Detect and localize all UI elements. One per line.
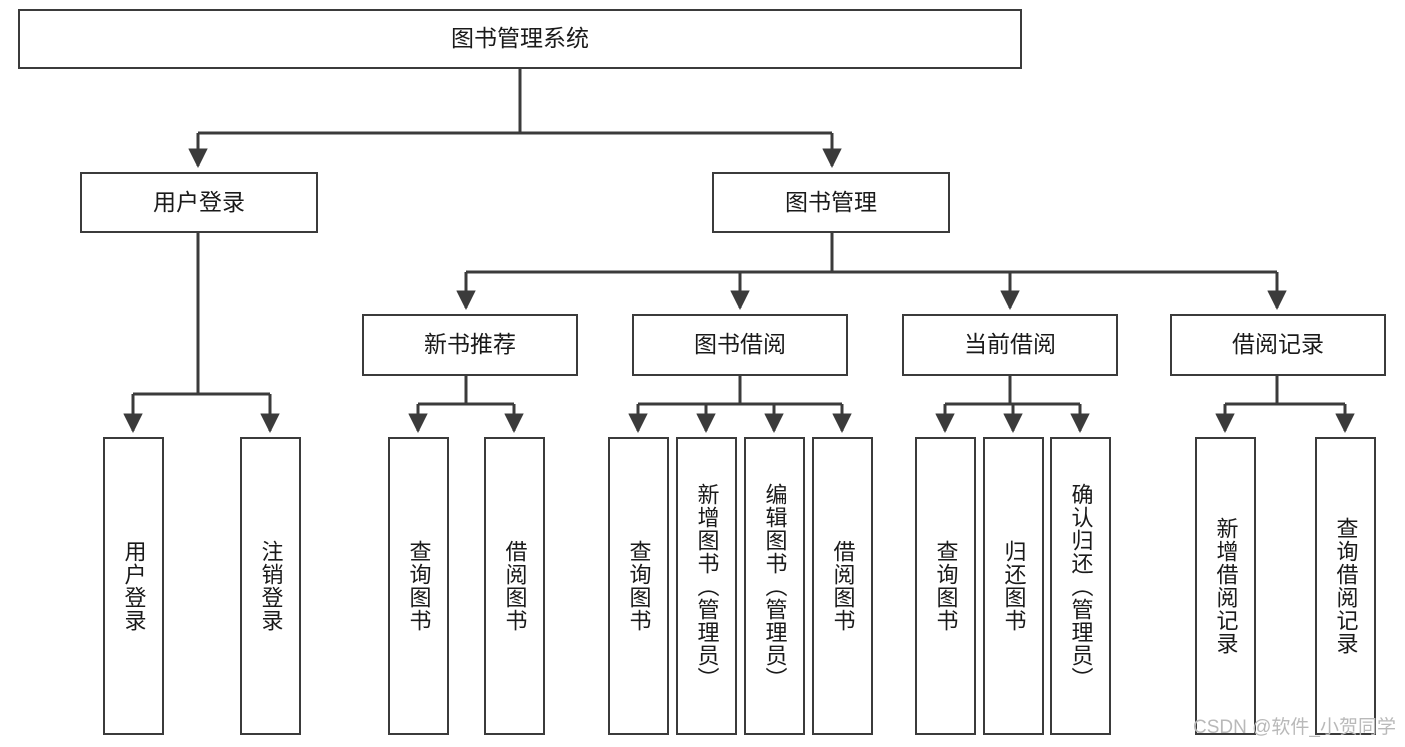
- node-leaf-confirm-return[interactable]: 确认归还（管理员）: [1050, 437, 1111, 735]
- node-leaf-query-book-2-label: 查询图书: [626, 540, 652, 632]
- node-borrow-record[interactable]: 借阅记录: [1170, 314, 1386, 376]
- node-new-book-recommend-label: 新书推荐: [424, 331, 516, 358]
- node-book-borrow-label: 图书借阅: [694, 331, 786, 358]
- node-leaf-add-book-label: 新增图书（管理员）: [694, 482, 720, 690]
- node-leaf-logout-login[interactable]: 注销登录: [240, 437, 301, 735]
- node-leaf-confirm-return-label: 确认归还（管理员）: [1068, 482, 1094, 690]
- node-leaf-query-borrow-record-label: 查询借阅记录: [1333, 517, 1359, 655]
- node-borrow-record-label: 借阅记录: [1232, 331, 1324, 358]
- node-root[interactable]: 图书管理系统: [18, 9, 1022, 69]
- node-leaf-add-borrow-record[interactable]: 新增借阅记录: [1195, 437, 1256, 735]
- node-root-label: 图书管理系统: [451, 25, 589, 52]
- node-leaf-borrow-book-2[interactable]: 借阅图书: [812, 437, 873, 735]
- node-book-borrow[interactable]: 图书借阅: [632, 314, 848, 376]
- node-book-management-label: 图书管理: [785, 188, 877, 215]
- node-leaf-return-book[interactable]: 归还图书: [983, 437, 1044, 735]
- node-leaf-edit-book-label: 编辑图书（管理员）: [762, 482, 788, 690]
- node-book-management[interactable]: 图书管理: [712, 172, 950, 233]
- node-new-book-recommend[interactable]: 新书推荐: [362, 314, 578, 376]
- node-leaf-return-book-label: 归还图书: [1001, 540, 1027, 632]
- node-leaf-query-book-2[interactable]: 查询图书: [608, 437, 669, 735]
- node-leaf-query-book-1[interactable]: 查询图书: [388, 437, 449, 735]
- node-leaf-logout-login-label: 注销登录: [258, 540, 284, 632]
- node-current-borrow[interactable]: 当前借阅: [902, 314, 1118, 376]
- node-current-borrow-label: 当前借阅: [964, 331, 1056, 358]
- node-leaf-query-book-1-label: 查询图书: [406, 540, 432, 632]
- node-leaf-query-book-3-label: 查询图书: [933, 540, 959, 632]
- node-user-login-label: 用户登录: [153, 188, 245, 215]
- node-leaf-user-login-label: 用户登录: [121, 540, 147, 632]
- node-user-login[interactable]: 用户登录: [80, 172, 318, 233]
- node-leaf-borrow-book-2-label: 借阅图书: [830, 540, 856, 632]
- node-leaf-user-login[interactable]: 用户登录: [103, 437, 164, 735]
- node-leaf-add-borrow-record-label: 新增借阅记录: [1213, 517, 1239, 655]
- node-leaf-add-book[interactable]: 新增图书（管理员）: [676, 437, 737, 735]
- node-leaf-borrow-book-1-label: 借阅图书: [502, 540, 528, 632]
- node-leaf-query-book-3[interactable]: 查询图书: [915, 437, 976, 735]
- node-leaf-borrow-book-1[interactable]: 借阅图书: [484, 437, 545, 735]
- node-leaf-query-borrow-record[interactable]: 查询借阅记录: [1315, 437, 1376, 735]
- node-leaf-edit-book[interactable]: 编辑图书（管理员）: [744, 437, 805, 735]
